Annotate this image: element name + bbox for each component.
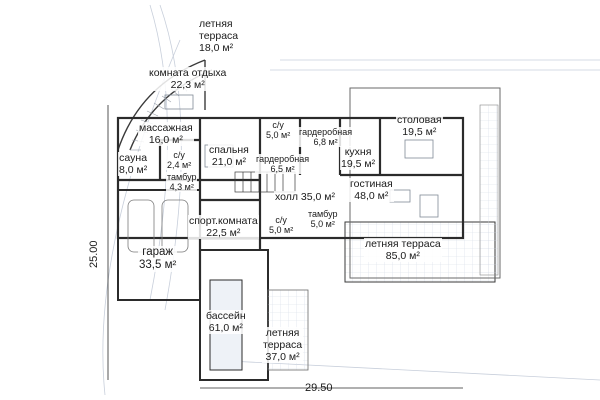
- room-summer-terrace-bottom: летняя терраса 37,0 м²: [262, 327, 304, 363]
- room-sauna: сауна 8,0 м²: [118, 152, 149, 176]
- dimension-lines: [107, 105, 463, 389]
- room-living: гостиная 48,0 м²: [349, 178, 394, 202]
- room-vestibule-1: тамбур 4,3 м²: [166, 172, 198, 192]
- dimension-height: 25.00: [88, 240, 100, 268]
- room-wardrobe-2: гардеробная 6,5 м²: [255, 154, 311, 174]
- room-wc-1: с/у 2,4 м²: [166, 150, 193, 170]
- room-dining: столовая 19,5 м²: [396, 114, 443, 138]
- room-wc-3: с/у 5,0 м²: [268, 215, 295, 235]
- room-summer-terrace-top: летняя терраса 18,0 м²: [198, 18, 240, 54]
- room-vestibule-2: тамбур 5,0 м²: [307, 209, 339, 229]
- room-wardrobe-1: гардеробная 6,8 м²: [298, 127, 354, 147]
- stairs: [234, 171, 296, 193]
- dimension-width: 29.50: [305, 382, 333, 394]
- room-garage: гараж 33,5 м²: [138, 246, 178, 272]
- room-massage: массажная 16,0 м²: [138, 122, 194, 146]
- room-kitchen: кухня 19,5 м²: [340, 146, 377, 170]
- room-bedroom: спальня 21,0 м²: [208, 144, 250, 168]
- room-wc-2: с/у 5,0 м²: [265, 120, 292, 140]
- garage-walls: [117, 189, 201, 301]
- room-summer-terrace-right: летняя терраса 85,0 м²: [364, 238, 442, 262]
- room-pool: бассейн 61,0 м²: [205, 310, 247, 334]
- room-hall: холл 35,0 м²: [274, 191, 336, 203]
- room-gym: спорт.комната 22,5 м²: [188, 215, 259, 239]
- room-rest: комната отдыха 22,3 м²: [148, 67, 228, 91]
